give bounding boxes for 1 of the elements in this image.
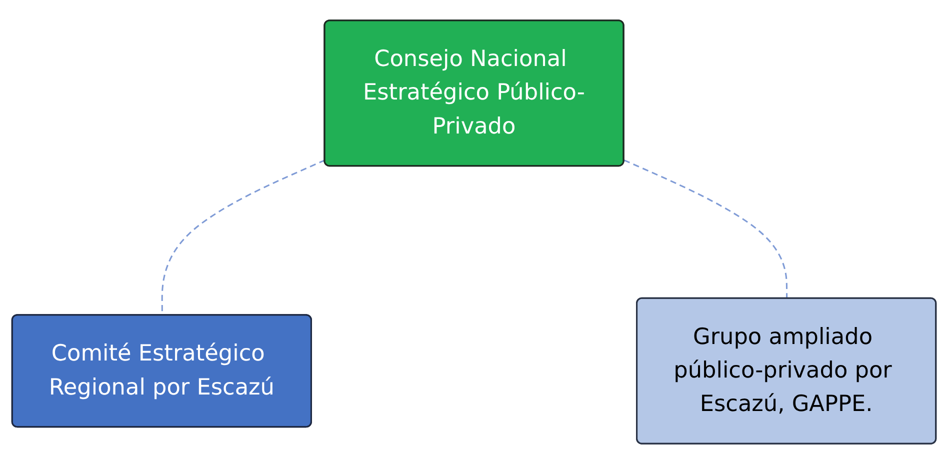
connector [624, 159, 788, 299]
